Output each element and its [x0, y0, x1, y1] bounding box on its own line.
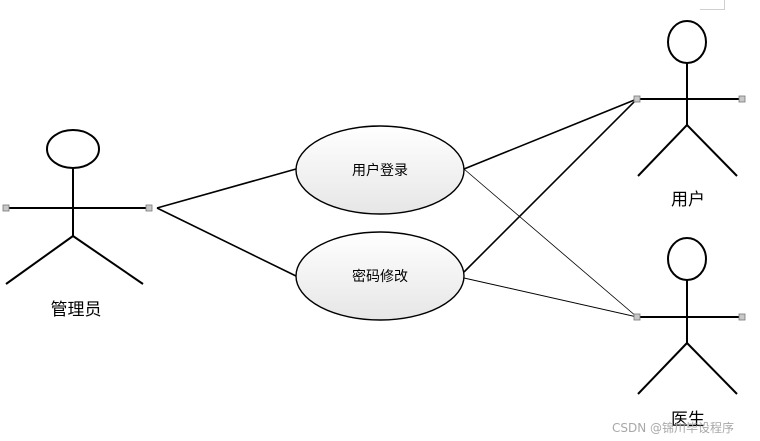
- actor-user-right-leg: [686, 124, 738, 177]
- actor-doctor[interactable]: [633, 237, 746, 395]
- use-case-change-password[interactable]: 密码修改: [295, 231, 465, 321]
- actor-user-label: 用户: [671, 190, 705, 210]
- actor-user-head: [667, 20, 707, 64]
- association-user-login[interactable]: [463, 98, 638, 170]
- actor-doctor-label: 医生: [671, 410, 705, 430]
- actor-doctor-right-leg: [686, 342, 738, 395]
- associations: [156, 98, 638, 318]
- actor-admin-right-handle[interactable]: [145, 204, 153, 212]
- actor-admin-right-leg: [72, 235, 144, 285]
- association-doctor-change-password[interactable]: [463, 277, 638, 318]
- association-user-change-password[interactable]: [463, 98, 638, 273]
- actor-doctor-head: [667, 237, 707, 281]
- use-case-login-ellipse[interactable]: [295, 125, 465, 215]
- use-case-login-label: 用户登录: [352, 162, 408, 179]
- use-case-change-password-label: 密码修改: [352, 268, 408, 285]
- actor-doctor-left-leg: [637, 342, 688, 395]
- use-case-change-password-ellipse[interactable]: [295, 231, 465, 321]
- association-admin-change-password[interactable]: [156, 207, 297, 277]
- actor-admin-label: 管理员: [51, 300, 102, 320]
- watermark: CSDN @锦川毕设程序: [612, 421, 735, 435]
- actor-user-left-handle[interactable]: [633, 95, 641, 103]
- use-case-login[interactable]: 用户登录: [295, 125, 465, 215]
- association-admin-login[interactable]: [156, 168, 297, 209]
- association-doctor-login[interactable]: [463, 168, 638, 318]
- actor-admin-head: [46, 129, 100, 169]
- actor-admin-left-leg: [5, 235, 74, 285]
- actor-admin-left-handle[interactable]: [2, 204, 10, 212]
- corner-mark: [700, 0, 725, 10]
- actor-doctor-left-handle[interactable]: [633, 313, 641, 321]
- actor-user-right-handle[interactable]: [738, 95, 746, 103]
- actor-admin[interactable]: [2, 129, 153, 285]
- actor-doctor-right-handle[interactable]: [738, 313, 746, 321]
- actor-user[interactable]: [633, 20, 746, 177]
- actor-user-left-leg: [637, 124, 688, 177]
